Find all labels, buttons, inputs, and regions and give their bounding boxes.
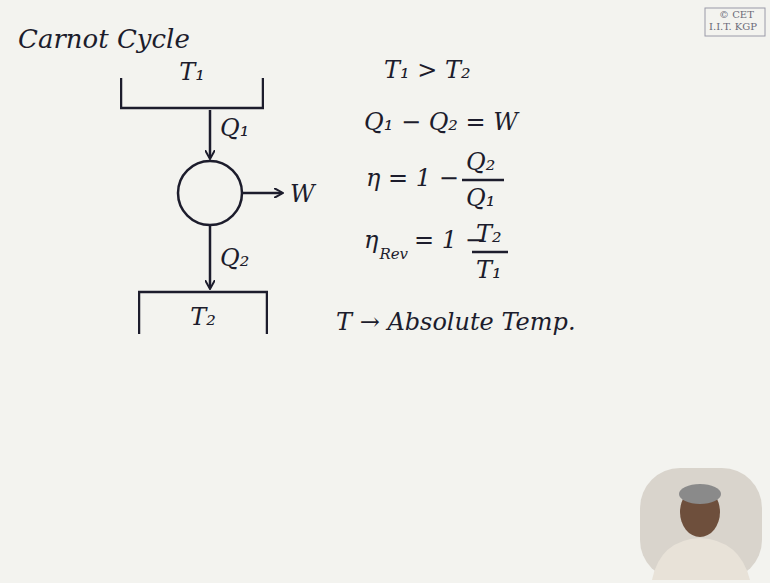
equation: Q₁ − Q₂ = W [364,108,518,137]
watermark-box [705,8,765,36]
heat-reservoir: T₂ [138,288,268,336]
engine-circle [178,161,242,225]
watermark: © CET [719,9,754,21]
watermark: I.I.T. KGP [709,21,757,33]
equation: η [364,226,378,255]
heat-label: Q₂ [220,244,249,273]
heat-label: Q₁ [220,114,249,143]
equation: η = 1 − [366,164,459,193]
heat-reservoir: T₁ [120,56,264,110]
heat-arrow [209,110,212,158]
work-arrow [242,192,282,195]
reservoir-temperature: T₁ [179,58,205,87]
work-label: W [290,180,315,209]
note: T → Absolute Temp. [336,308,576,337]
fraction-denominator: T₁ [476,256,502,285]
heat-arrow [209,225,212,288]
reservoir-temperature: T₂ [190,303,216,332]
equation: T₁ > T₂ [384,56,471,85]
lecturer-figure [640,468,762,580]
fraction-bar [462,179,504,182]
fraction-numerator: T₂ [476,220,502,249]
fraction-denominator: Q₁ [466,184,495,213]
title: Carnot Cycle [18,24,190,55]
equation: = 1 − [414,226,485,255]
subscript: Rev [379,245,408,263]
fraction-numerator: Q₂ [466,148,495,177]
